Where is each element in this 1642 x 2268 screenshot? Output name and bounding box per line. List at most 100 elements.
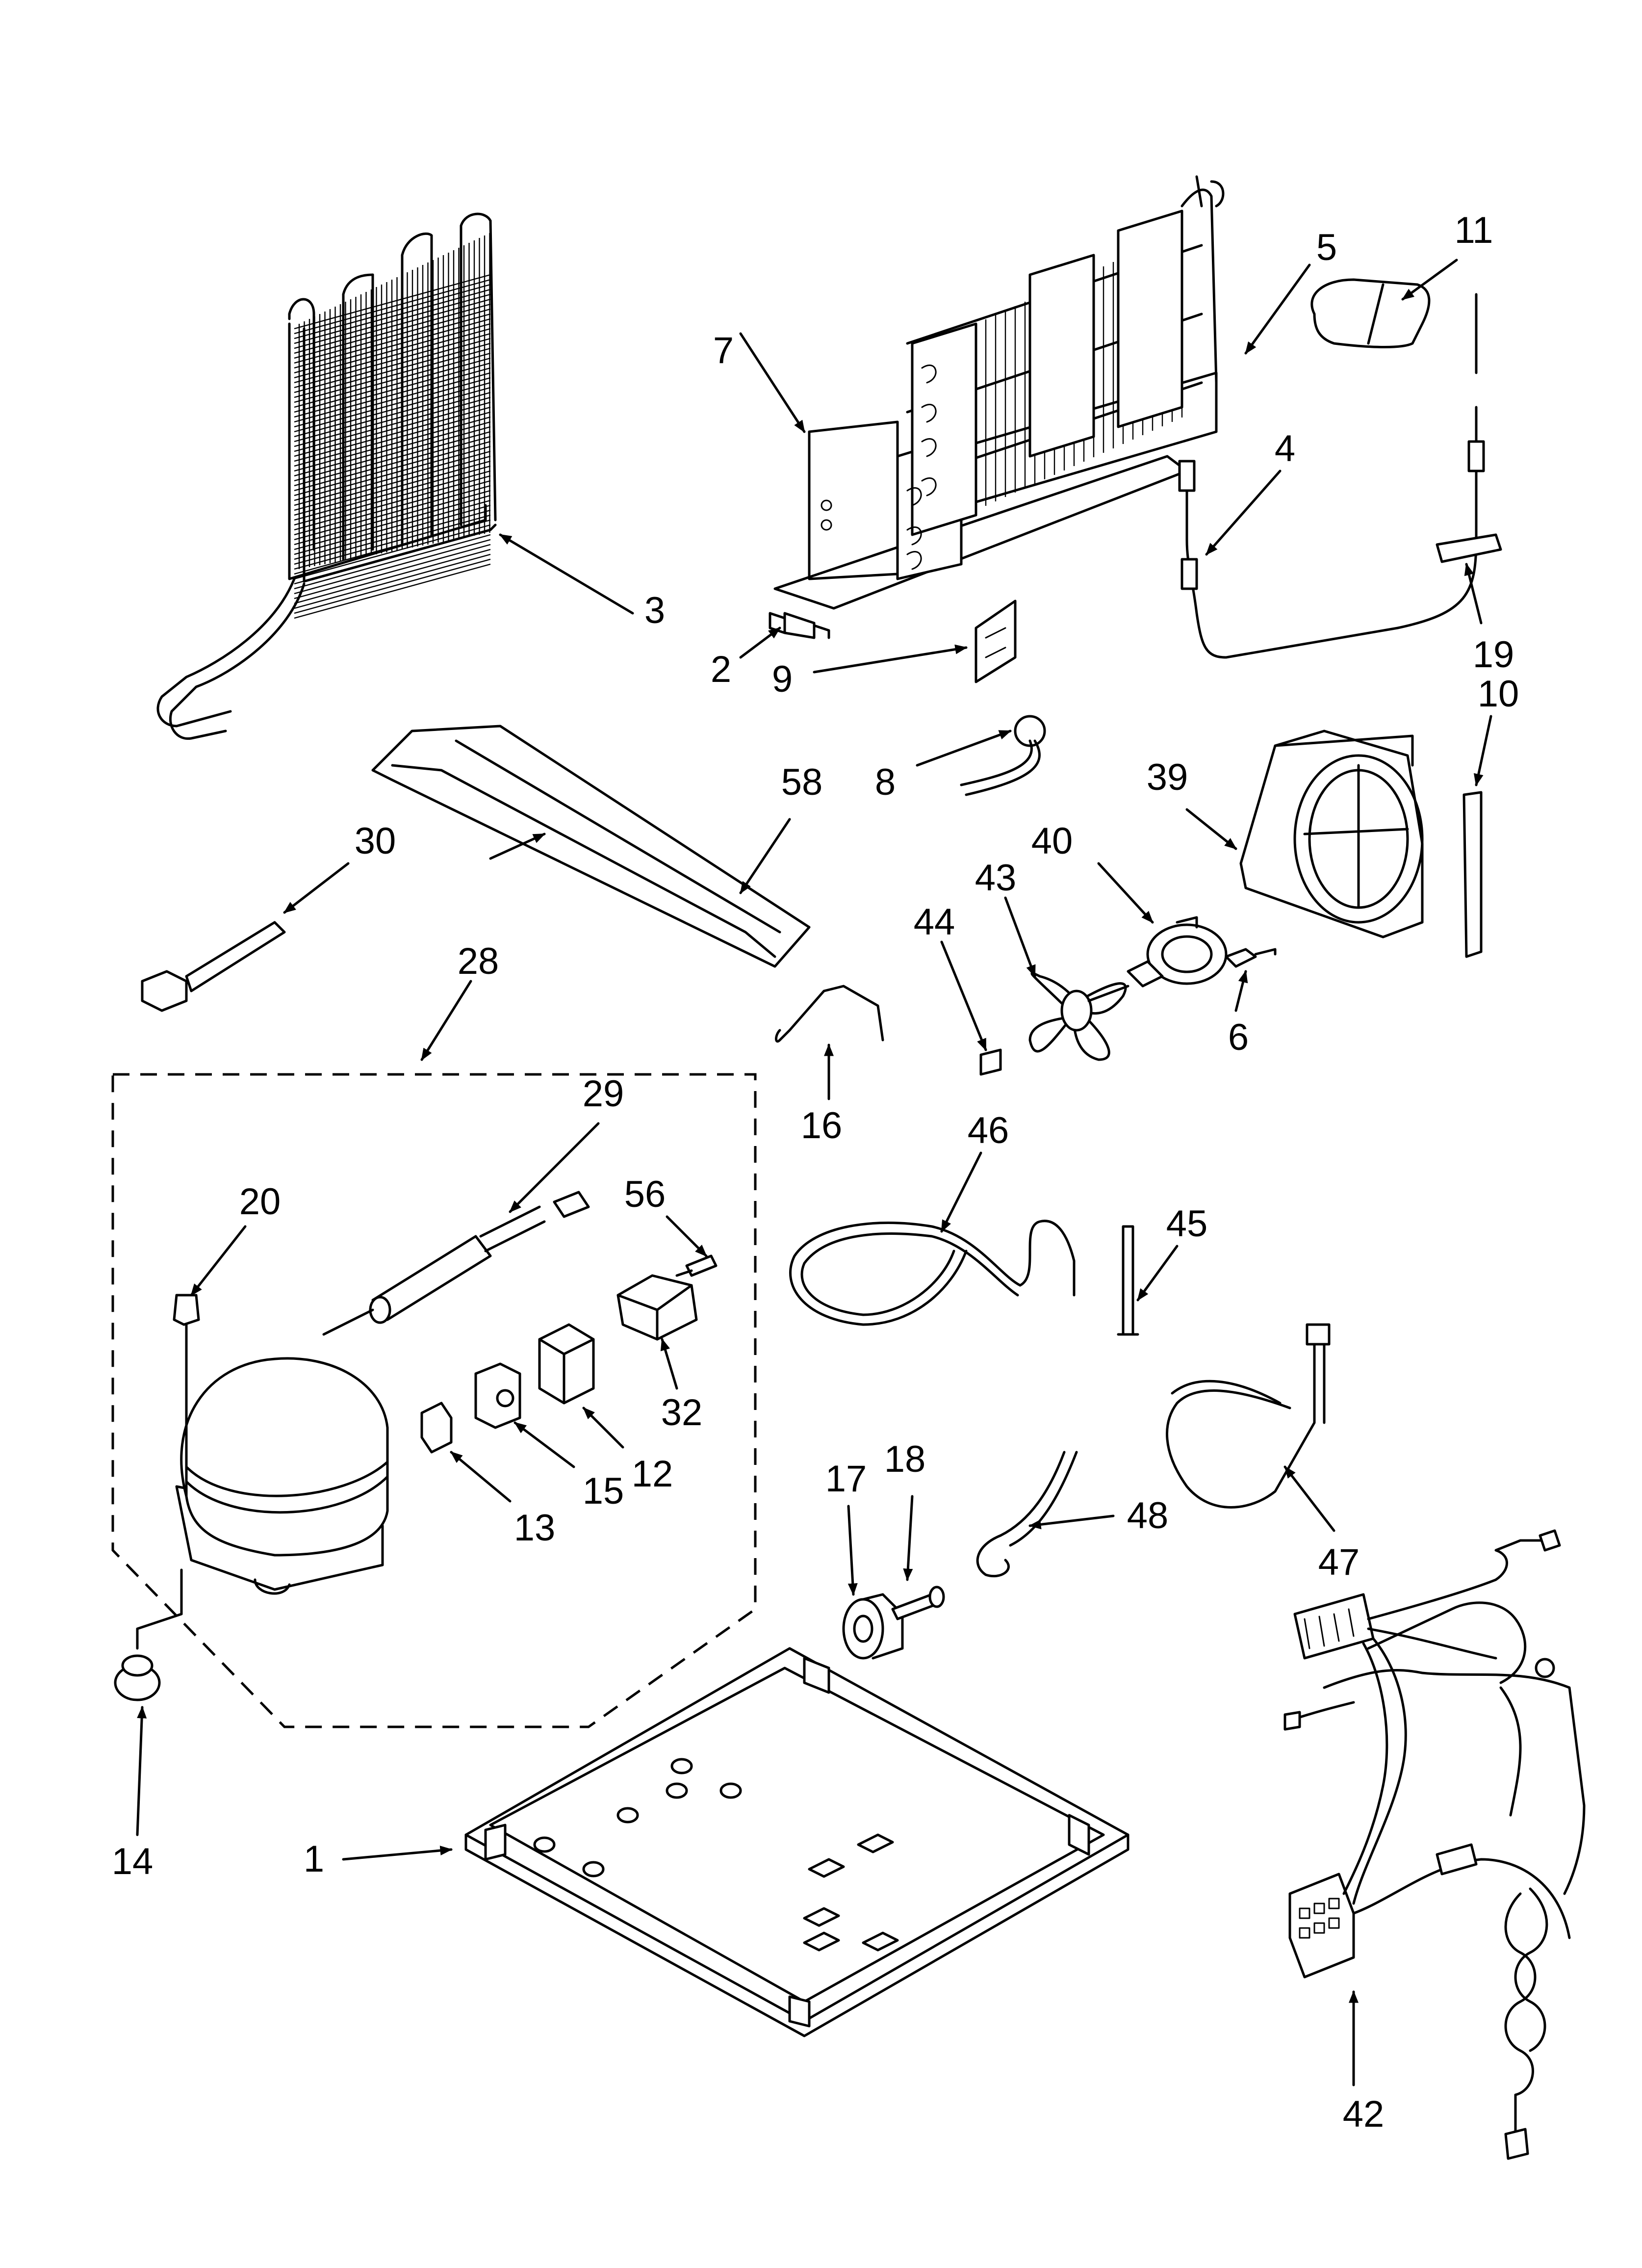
callout-p8: 8	[875, 761, 896, 803]
callout-p9: 9	[772, 658, 793, 700]
thermistor-wire-part-4	[1178, 293, 1485, 659]
callout-p56: 56	[624, 1173, 666, 1215]
leader-39	[1185, 808, 1237, 850]
relay-part-12	[538, 1323, 595, 1405]
leader-58	[739, 818, 791, 894]
leader-30	[283, 862, 350, 914]
drain-trough-part-58	[371, 725, 811, 968]
callout-p1: 1	[304, 1838, 324, 1880]
evaporator-assembly	[773, 175, 1225, 610]
callout-p43: 43	[975, 857, 1017, 899]
callout-p13: 13	[514, 1507, 556, 1549]
gasket-strip-part-10	[1462, 791, 1483, 958]
screw-part-2	[769, 612, 830, 639]
callout-p2: 2	[711, 649, 731, 690]
screw-part-20	[173, 1294, 200, 1326]
callout-p3: 3	[644, 590, 665, 631]
callout-p10: 10	[1478, 673, 1519, 715]
leader-12	[582, 1407, 624, 1449]
callout-p44: 44	[914, 901, 955, 943]
wire-harness-part-42	[1283, 1529, 1586, 2160]
cover-part-11	[1310, 278, 1431, 348]
callout-p32: 32	[661, 1392, 703, 1434]
tube-part-46	[789, 1220, 1076, 1326]
fan-shroud-part-39	[1239, 730, 1424, 938]
leader-40	[1097, 862, 1154, 924]
callout-p47: 47	[1318, 1541, 1360, 1583]
callout-p12: 12	[632, 1453, 673, 1495]
callout-p45: 45	[1166, 1203, 1208, 1245]
fitting-part-8	[960, 715, 1046, 796]
callout-p28: 28	[458, 940, 499, 982]
leader-5	[1244, 263, 1311, 355]
callout-p29: 29	[583, 1073, 624, 1115]
leader-48	[1028, 1514, 1115, 1530]
callout-p20: 20	[239, 1181, 281, 1223]
tube-part-47	[1166, 1323, 1331, 1509]
callout-p46: 46	[968, 1110, 1009, 1151]
condenser-coil	[156, 212, 497, 740]
compressor	[175, 1323, 389, 1595]
screw-part-6	[1225, 948, 1277, 968]
leader-lines	[136, 259, 1492, 2086]
filter-drier-part-29	[322, 1191, 590, 1336]
callout-p5: 5	[1316, 227, 1337, 268]
leader-47	[1283, 1465, 1335, 1532]
base-pan-part-1	[464, 1647, 1129, 2037]
terminal-part-13	[420, 1402, 453, 1454]
callout-p11: 11	[1455, 209, 1493, 251]
leader-4	[1205, 469, 1282, 556]
callout-p40: 40	[1031, 820, 1073, 862]
leader-13	[450, 1451, 512, 1503]
leader-45	[1136, 1245, 1179, 1302]
callout-p15: 15	[583, 1470, 624, 1512]
leader-28	[420, 980, 472, 1061]
fan-blade-part-43	[1028, 972, 1129, 1061]
leader-43	[1004, 896, 1036, 978]
leader-44	[940, 940, 987, 1051]
leader-7	[739, 332, 806, 433]
leader-11	[1401, 259, 1458, 301]
tube-part-48	[976, 1451, 1078, 1578]
leader-15	[513, 1421, 575, 1468]
screw-part-56	[675, 1254, 718, 1277]
leader-29	[509, 1122, 600, 1213]
callout-p17: 17	[825, 1458, 867, 1500]
relay-cover-part-32	[616, 1274, 698, 1341]
callout-p14: 14	[112, 1841, 154, 1882]
leader-46	[940, 1151, 982, 1233]
compressor-kit-outline	[111, 1073, 757, 1728]
leader-9	[813, 644, 968, 674]
overload-part-15	[474, 1362, 521, 1429]
leader-20	[190, 1225, 247, 1297]
leader-8	[916, 730, 1012, 767]
leader-17	[847, 1505, 858, 1596]
grommet-part-14	[114, 1568, 183, 1701]
wire-clip-part-16	[775, 985, 884, 1043]
bracket-part-9	[975, 600, 1017, 683]
callout-p42: 42	[1343, 2093, 1385, 2135]
leader-19	[1464, 563, 1483, 625]
leader-10	[1473, 715, 1492, 786]
cable-tie-part-30	[141, 921, 286, 1012]
callout-p18: 18	[884, 1438, 926, 1480]
pin-part-45	[1117, 1225, 1139, 1336]
callout-labels: 7 5 11 4 3 2 9 19 10 8 58 39 30 40 43 44…	[112, 209, 1519, 2135]
leader-18	[903, 1495, 914, 1581]
callout-p39: 39	[1147, 756, 1188, 798]
leader-56	[666, 1215, 708, 1257]
callout-p6: 6	[1228, 1017, 1249, 1058]
grommet-part-17	[842, 1593, 904, 1660]
callout-p58: 58	[781, 761, 823, 803]
leader-6	[1234, 970, 1248, 1012]
fan-motor-part-40	[1127, 916, 1228, 988]
callout-p4: 4	[1275, 428, 1295, 469]
callout-p30: 30	[355, 820, 396, 862]
callout-p7: 7	[713, 330, 734, 371]
leader-14	[136, 1706, 147, 1836]
callout-p16: 16	[801, 1105, 843, 1147]
callout-p19: 19	[1473, 634, 1514, 676]
bolt-part-18	[891, 1586, 945, 1620]
callout-p48: 48	[1127, 1495, 1169, 1537]
